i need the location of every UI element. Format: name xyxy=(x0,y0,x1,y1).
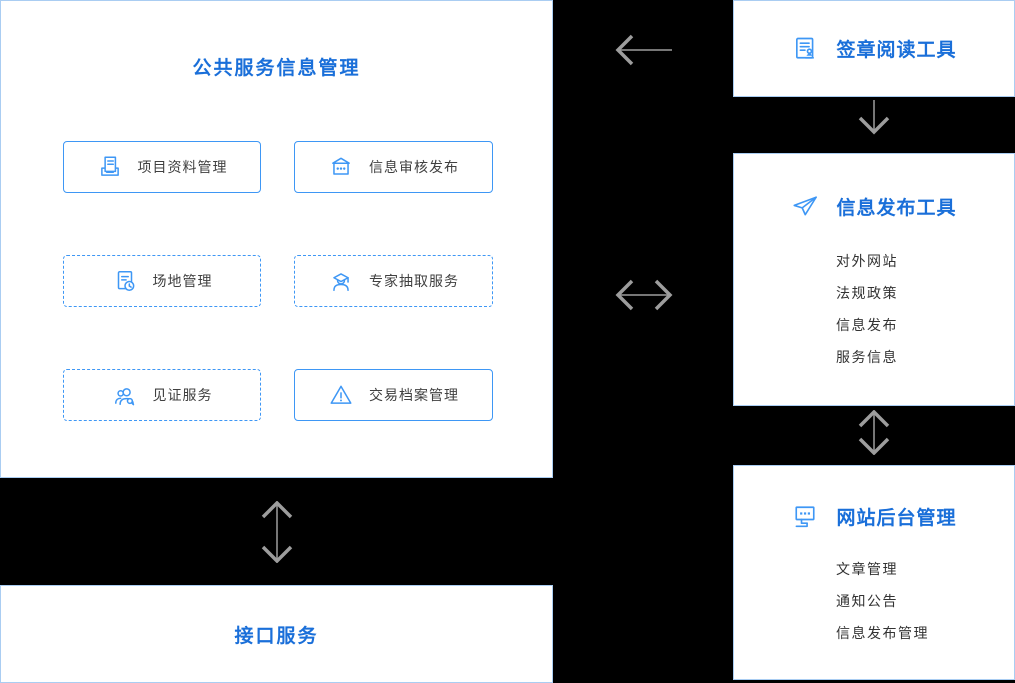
printer-document-icon xyxy=(100,156,119,176)
arrow-left-single-icon xyxy=(615,34,672,66)
module-archive-mgmt: 交易档案管理 xyxy=(294,369,493,421)
arrow-vertical-double-right-icon xyxy=(858,410,890,455)
list-item: 对外网站 xyxy=(836,254,898,270)
info-publish-panel: 信息发布工具 对外网站 法规政策 信息发布 服务信息 xyxy=(733,153,1015,406)
public-service-panel: 公共服务信息管理 项目资料管理 信息审核发布 场地管理 xyxy=(0,0,553,478)
module-expert-draw: 专家抽取服务 xyxy=(294,255,493,307)
module-witness-service: 见证服务 xyxy=(63,369,261,421)
document-clock-icon xyxy=(117,271,134,291)
warning-triangle-icon xyxy=(330,385,352,404)
module-venue-mgmt: 场地管理 xyxy=(63,255,261,307)
list-item: 通知公告 xyxy=(836,594,898,610)
module-label: 专家抽取服务 xyxy=(369,274,459,290)
list-item: 信息发布 xyxy=(836,318,898,334)
website-admin-title: 网站后台管理 xyxy=(836,506,957,529)
people-magnifier-icon xyxy=(114,388,134,406)
interface-service-title: 接口服务 xyxy=(234,624,319,647)
signature-reader-panel: 签章阅读工具 xyxy=(733,0,1015,97)
signature-reader-title: 签章阅读工具 xyxy=(836,39,957,61)
interface-service-panel: 接口服务 xyxy=(0,585,553,683)
website-admin-panel: 网站后台管理 文章管理 通知公告 信息发布管理 xyxy=(733,465,1015,680)
monitor-dots-icon xyxy=(795,506,816,528)
info-publish-title: 信息发布工具 xyxy=(836,196,957,219)
list-item: 法规政策 xyxy=(836,286,898,302)
arrow-horizontal-double-icon xyxy=(615,279,673,311)
module-label: 交易档案管理 xyxy=(369,388,459,404)
module-label: 见证服务 xyxy=(152,388,213,404)
arrow-down-single-icon xyxy=(858,100,890,135)
website-admin-list: 文章管理 通知公告 信息发布管理 xyxy=(836,554,929,650)
info-publish-list: 对外网站 法规政策 信息发布 服务信息 xyxy=(836,246,898,374)
module-label: 信息审核发布 xyxy=(369,160,459,176)
arrow-vertical-double-left-icon xyxy=(261,501,293,563)
storefront-dots-icon xyxy=(332,157,350,175)
module-project-data: 项目资料管理 xyxy=(63,141,261,193)
document-stamp-icon xyxy=(796,37,815,59)
public-service-title: 公共服务信息管理 xyxy=(192,57,361,79)
module-label: 项目资料管理 xyxy=(137,160,228,176)
list-item: 信息发布管理 xyxy=(836,626,929,642)
list-item: 服务信息 xyxy=(836,350,898,366)
list-item: 文章管理 xyxy=(836,562,898,578)
paper-plane-icon xyxy=(793,196,818,216)
module-info-review: 信息审核发布 xyxy=(294,141,493,193)
graduate-cap-person-icon xyxy=(333,273,349,291)
module-label: 场地管理 xyxy=(152,274,213,290)
